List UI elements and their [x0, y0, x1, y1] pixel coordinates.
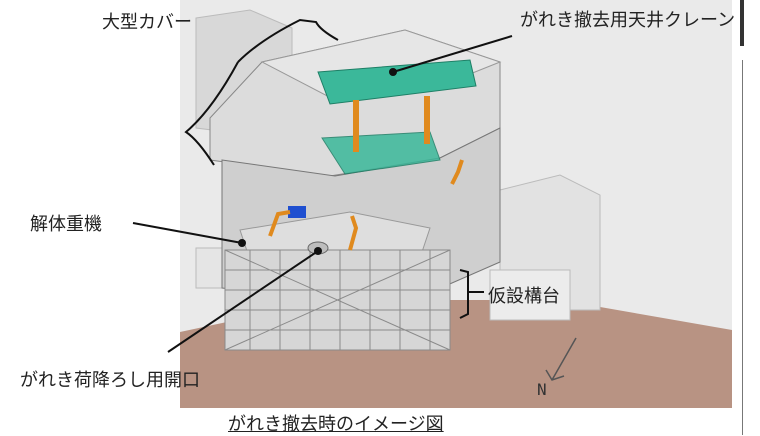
- crane-pointer: [392, 35, 513, 73]
- excavator-arm-center: [348, 215, 359, 251]
- label-heavy-machinery: 解体重機: [30, 214, 102, 235]
- figure-caption: がれき撤去時のイメージ図: [228, 414, 444, 435]
- right-border-top: [740, 0, 744, 46]
- machinery-pointer: [132, 222, 243, 244]
- crane-leg-left: [353, 100, 359, 152]
- label-temporary-platform: 仮設構台: [488, 286, 560, 307]
- opening-pointer: [167, 250, 319, 353]
- blue-equipment: [288, 206, 306, 218]
- excavator-arm-right: [450, 159, 464, 185]
- opening-pointer-dot: [314, 247, 322, 255]
- small-building-right: [489, 269, 571, 321]
- crane-pointer-dot: [389, 68, 397, 76]
- north-arrow-line: [551, 337, 577, 381]
- right-border-line: [742, 60, 743, 435]
- crane-trolley: [321, 131, 441, 175]
- label-large-cover: 大型カバー: [102, 12, 192, 33]
- north-marker: N: [537, 380, 547, 399]
- large-cover-bracket: [184, 18, 339, 166]
- platform-lattice: [224, 249, 451, 351]
- label-debris-opening: がれき荷降ろし用開口: [20, 370, 200, 391]
- platform-bracket: [459, 269, 484, 319]
- excavator-arm-left: [268, 210, 291, 237]
- north-arrowhead-icon: [545, 369, 565, 381]
- label-crane: がれき撤去用天井クレーン: [520, 10, 736, 31]
- machinery-pointer-dot: [238, 239, 246, 247]
- crane-leg-right: [424, 96, 430, 144]
